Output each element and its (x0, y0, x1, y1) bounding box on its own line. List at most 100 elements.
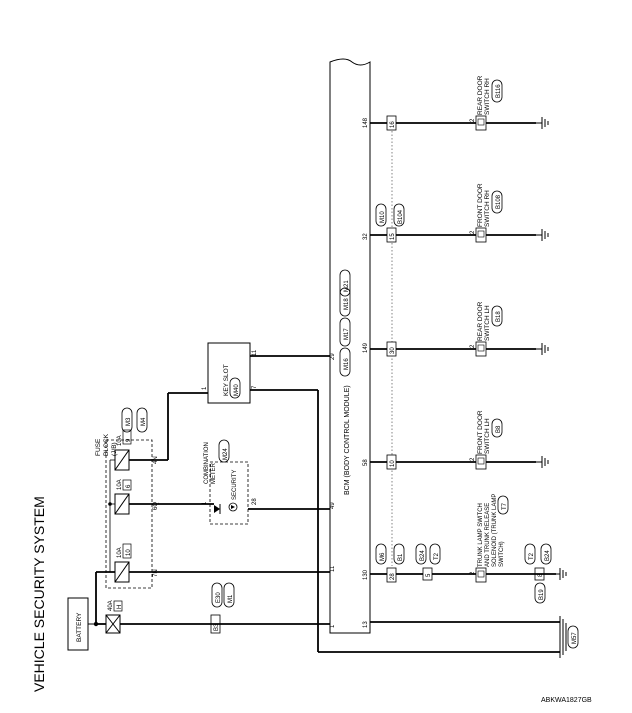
ground-icon (536, 117, 549, 129)
svg-text:B108: B108 (496, 194, 502, 209)
svg-text:M3: M3 (126, 417, 132, 426)
harness-connector: B3 E30 M1 (210, 582, 235, 634)
svg-text:1: 1 (202, 501, 208, 505)
svg-text:M18: M18 (344, 298, 350, 310)
svg-text:AND TRUNK RELEASE: AND TRUNK RELEASE (485, 503, 491, 567)
svg-text:7N: 7N (153, 569, 159, 577)
svg-text:30: 30 (390, 347, 396, 354)
svg-text:28: 28 (390, 573, 396, 580)
svg-text:M21: M21 (344, 280, 350, 292)
svg-text:M24: M24 (223, 448, 229, 460)
trunk-connector-tags (375, 543, 552, 604)
svg-text:148: 148 (363, 117, 369, 128)
svg-text:REAR DOOR: REAR DOOR (477, 301, 484, 341)
switch-front-door-rh: 2 FRONT DOOR SWITCH RH B108 (470, 183, 536, 243)
svg-text:TRUNK LAMP SWITCH: TRUNK LAMP SWITCH (478, 503, 484, 567)
fuse-bus (109, 459, 115, 572)
svg-text:T7: T7 (502, 502, 508, 510)
svg-text:11: 11 (252, 349, 258, 356)
svg-text:(J/B): (J/B) (111, 442, 118, 456)
svg-text:1: 1 (202, 386, 208, 390)
svg-text:29: 29 (330, 353, 336, 360)
svg-text:49: 49 (330, 502, 336, 509)
switch-trunk: 2 TRUNK LAMP SWITCH AND TRUNK RELEASE SO… (470, 494, 556, 583)
fusible-link: 40A H (105, 600, 123, 634)
svg-text:6Q: 6Q (153, 502, 159, 510)
trunk-connector-labels: M6 B1 B24 T2 T2 B24 B19 (380, 550, 551, 600)
svg-text:2: 2 (470, 344, 476, 348)
svg-text:B18: B18 (496, 311, 502, 322)
bcm-label: BCM (BODY CONTROL MODULE) (344, 385, 351, 495)
svg-text:M57: M57 (572, 632, 578, 644)
svg-text:SWITCH RH: SWITCH RH (484, 190, 491, 227)
bcm-pins: 1 13 11 49 130 58 29 149 32 148 (330, 117, 369, 628)
svg-text:H: H (117, 605, 123, 609)
svg-text:B116: B116 (496, 84, 502, 98)
svg-text:10: 10 (126, 549, 132, 556)
svg-text:KEY SLOT: KEY SLOT (223, 364, 230, 396)
svg-text:METER: METER (211, 462, 217, 484)
svg-text:10A: 10A (117, 435, 123, 446)
svg-text:BATTERY: BATTERY (76, 612, 83, 642)
svg-text:28: 28 (252, 498, 258, 505)
switch-front-door-lh: 2 FRONT DOOR SWITCH LH B8 (470, 410, 536, 470)
wires (95, 122, 560, 653)
svg-text:2: 2 (470, 118, 476, 122)
svg-text:SWITCH): SWITCH) (499, 541, 505, 567)
figure-code: ABKWA1827GB (541, 697, 592, 704)
svg-text:M16: M16 (344, 358, 350, 370)
svg-text:8: 8 (538, 573, 544, 577)
svg-text:SECURITY: SECURITY (232, 470, 238, 500)
svg-text:2: 2 (470, 230, 476, 234)
svg-text:58: 58 (363, 459, 369, 466)
junction-dots (93, 502, 112, 627)
svg-text:15: 15 (390, 233, 396, 240)
svg-text:149: 149 (363, 342, 369, 353)
svg-text:9: 9 (126, 438, 132, 442)
svg-text:10: 10 (390, 460, 396, 467)
svg-text:13: 13 (363, 621, 369, 628)
svg-text:B1: B1 (398, 553, 404, 561)
svg-text:M4: M4 (141, 417, 147, 426)
svg-text:T2: T2 (434, 552, 440, 560)
svg-text:6: 6 (126, 484, 132, 488)
svg-text:130: 130 (363, 569, 369, 580)
svg-text:M1: M1 (228, 594, 234, 603)
ground-symbols (536, 117, 567, 580)
svg-text:FRONT DOOR: FRONT DOOR (477, 183, 484, 227)
svg-text:SWITCH LH: SWITCH LH (484, 418, 491, 454)
key-slot: KEY SLOT M40 1 7 11 (202, 342, 258, 404)
svg-text:B3: B3 (214, 623, 220, 631)
main-ground: M57 (559, 616, 579, 658)
svg-text:REAR DOOR: REAR DOOR (477, 75, 484, 115)
svg-text:B24: B24 (420, 550, 426, 561)
svg-text:10A: 10A (117, 479, 123, 490)
bcm-box (329, 58, 371, 634)
svg-text:5: 5 (426, 573, 432, 577)
bcm-connector-tags: M16 M17 M18 M21 (339, 269, 351, 377)
ground-icon (536, 229, 549, 241)
front-rh-connector-labels: M10 B104 (380, 209, 404, 224)
svg-text:SOLENOID (TRUNK LAMP: SOLENOID (TRUNK LAMP (492, 494, 498, 567)
front-rh-connector-tags (375, 203, 405, 227)
svg-text:E30: E30 (216, 592, 222, 603)
svg-text:SWITCH RH: SWITCH RH (484, 78, 491, 115)
svg-text:B8: B8 (496, 425, 502, 433)
combination-meter: COMBINATION METER M24 SECURITY 1 28 (202, 439, 258, 525)
svg-text:M40: M40 (234, 384, 240, 396)
ground-icon (536, 456, 549, 468)
switch-rear-door-rh: 2 REAR DOOR SWITCH RH B116 (470, 75, 536, 131)
svg-text:10A: 10A (117, 547, 123, 558)
ground-icon (536, 343, 549, 355)
svg-text:7: 7 (252, 385, 258, 389)
svg-text:11: 11 (330, 565, 336, 572)
svg-text:32: 32 (363, 233, 369, 240)
svg-text:SWITCH LH: SWITCH LH (484, 305, 491, 341)
svg-text:B104: B104 (398, 209, 404, 224)
svg-text:40A: 40A (108, 600, 114, 611)
fuse-block: FUSE BLOCK (J/B) M3 M4 10A 10 7N 10A 6 6… (95, 407, 159, 589)
svg-text:COMBINATION: COMBINATION (204, 442, 210, 484)
svg-text:BLOCK: BLOCK (103, 433, 110, 456)
switch-rear-door-lh: 2 REAR DOOR SWITCH LH B18 (470, 301, 536, 357)
